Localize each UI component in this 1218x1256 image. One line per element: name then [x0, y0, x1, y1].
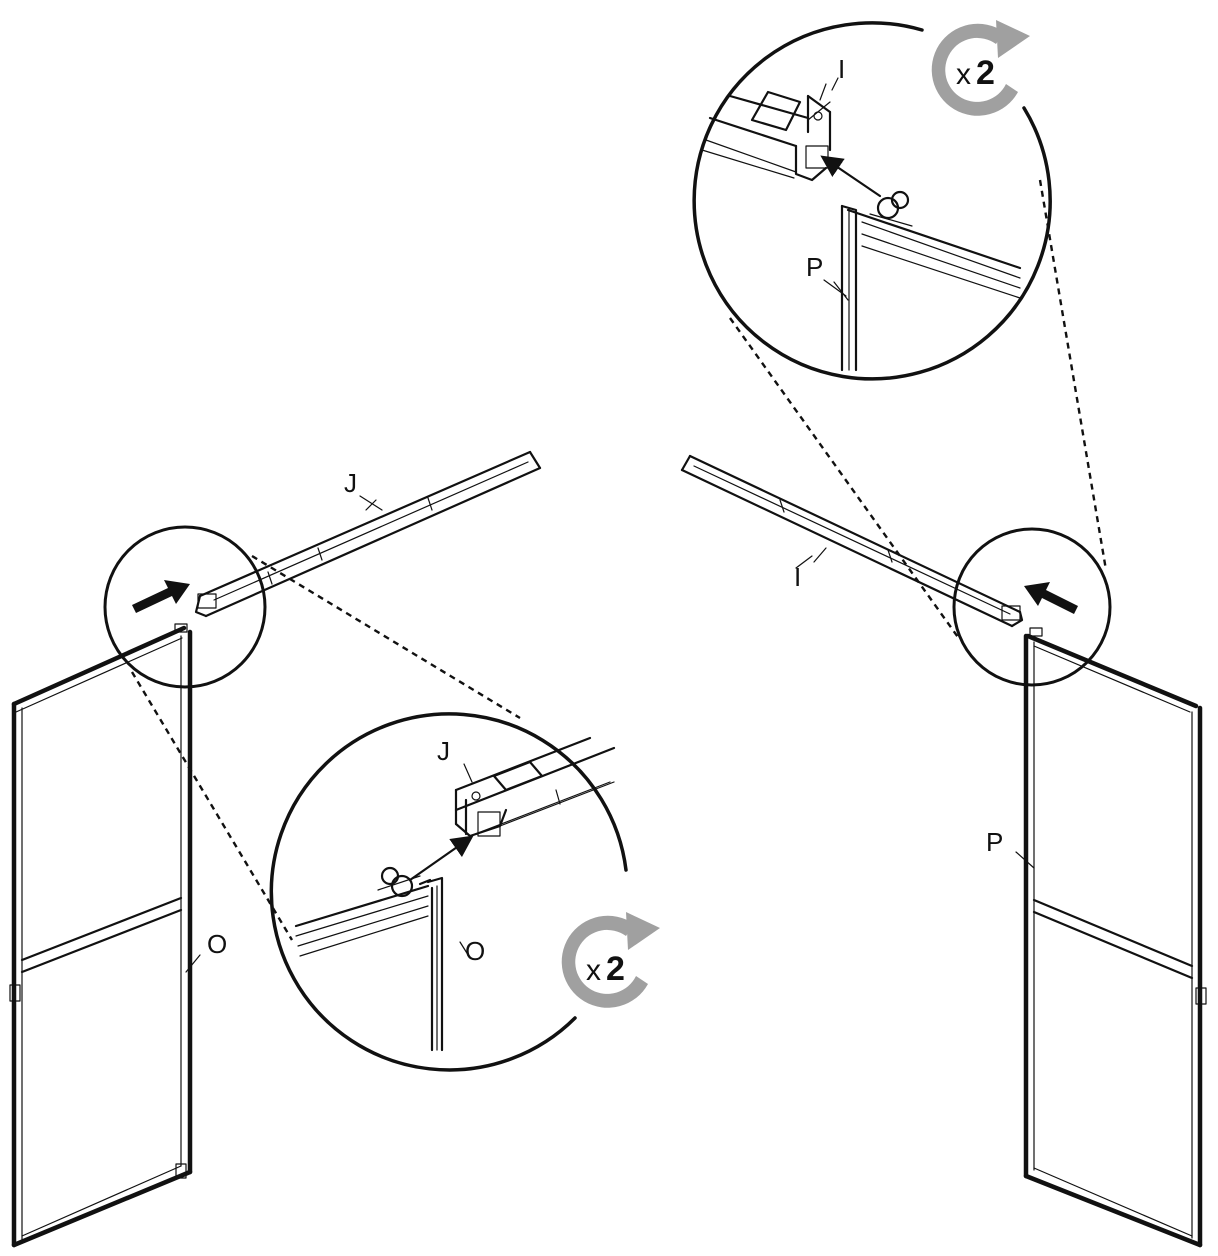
detail-marker-right — [952, 527, 1112, 687]
rotate-clockwise-icon — [561, 912, 660, 1008]
label-door-right: P — [986, 827, 1003, 857]
insert-arrow-icon — [1024, 582, 1078, 614]
door-left — [9, 623, 201, 1248]
multiplier-x: x — [586, 954, 601, 987]
label-detail-right-door: P — [806, 252, 823, 282]
rail-right — [680, 454, 1024, 628]
insert-arrow-icon — [132, 580, 190, 613]
label-door-left: O — [207, 929, 227, 959]
rotate-clockwise-icon — [931, 20, 1030, 116]
label-detail-left-door: O — [465, 936, 485, 966]
multiplier-x: x — [956, 58, 971, 91]
multiplier-count: 2 — [606, 950, 625, 988]
label-detail-right-rail: I — [838, 54, 845, 84]
rail-left — [194, 450, 542, 618]
detail-marker-left — [103, 525, 267, 689]
label-rail-left: J — [344, 468, 357, 498]
door-right — [1015, 627, 1207, 1248]
multiplier-count: 2 — [976, 54, 995, 92]
label-detail-left-rail: J — [437, 736, 450, 766]
detail-left — [269, 712, 628, 1072]
detail-right — [692, 21, 1052, 381]
label-rail-right: I — [794, 562, 801, 592]
